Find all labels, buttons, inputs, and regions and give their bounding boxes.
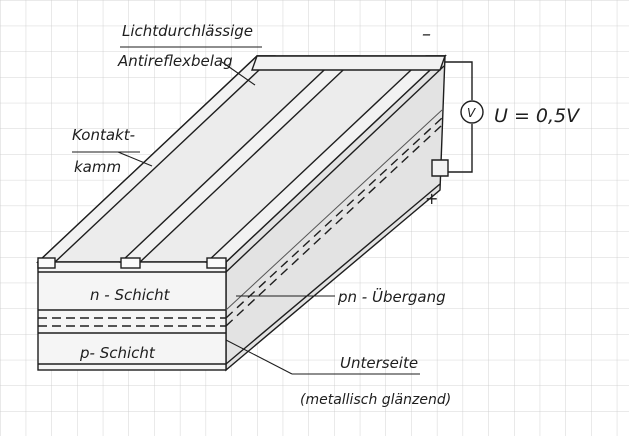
- side-bottom-line: [225, 183, 441, 365]
- solar-cell-block: [36, 54, 449, 372]
- label-p-layer: p- Schicht: [79, 344, 156, 362]
- side-n-line: [225, 109, 443, 311]
- label-junction: pn - Übergang: [337, 287, 446, 306]
- wire-bottom: [448, 124, 473, 173]
- voltage-circuit: [445, 61, 484, 173]
- label-bottom-line2: (metallisch glänzend): [300, 392, 451, 408]
- bottom-leader: [225, 339, 293, 375]
- label-contact-line1: Kontakt-: [72, 126, 135, 144]
- label-coating-line2: Antireflexbelag: [117, 52, 233, 70]
- label-coating-line1: Lichtdurchlässige: [122, 22, 253, 40]
- label-n-layer: n - Schicht: [90, 286, 171, 304]
- coating-leader: [221, 61, 256, 86]
- label-minus: –: [422, 24, 431, 45]
- voltmeter-symbol: V: [467, 106, 476, 120]
- label-contact-line2: kamm: [74, 158, 121, 176]
- contact-busbar: [251, 55, 446, 71]
- contact-leader: [117, 151, 153, 167]
- side-junction-dash-2: [225, 125, 442, 327]
- leader-lines: [72, 46, 420, 375]
- label-voltage: U = 0,5V: [494, 105, 581, 127]
- label-plus: +: [425, 189, 438, 208]
- voltmeter-circle: [460, 100, 484, 124]
- finger-cap-right: [206, 257, 227, 269]
- label-bottom-line1: Unterseite: [340, 354, 418, 372]
- finger-cap-left: [37, 257, 56, 269]
- wire-top: [445, 61, 473, 100]
- front-face: [37, 261, 227, 371]
- side-coating-line: [225, 65, 445, 273]
- side-junction-dash-1: [225, 117, 443, 319]
- finger-cap-middle: [120, 257, 141, 269]
- bottom-contact-tab: [431, 159, 449, 177]
